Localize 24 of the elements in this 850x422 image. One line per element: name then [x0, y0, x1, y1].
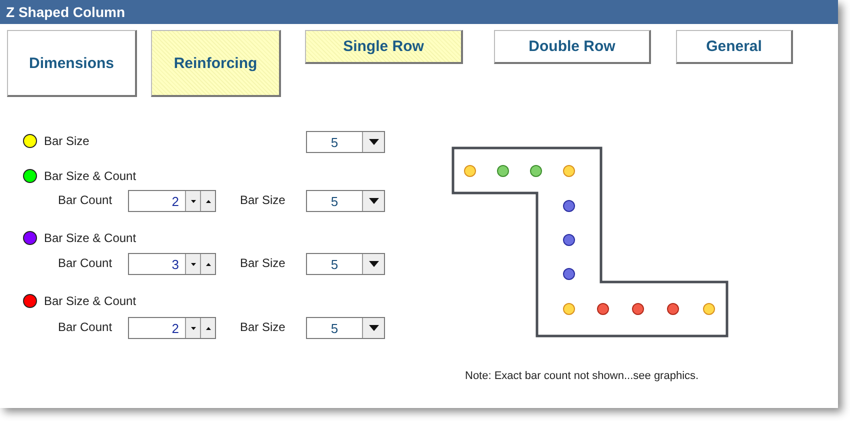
legend-text: Bar Size & Count [44, 231, 136, 245]
number-field: 3 [128, 253, 216, 275]
legend-text: Bar Size [44, 134, 90, 148]
legend-text: Bar Size & Count [44, 169, 136, 183]
tab-button: Reinforcing [151, 30, 281, 97]
note-text: Note: Exact bar count not shown...see graphics. [465, 370, 699, 382]
field-label: Bar Size [240, 320, 286, 334]
number-field: 2 [128, 317, 216, 339]
tab-button: Dimensions [7, 30, 137, 97]
tab-button: Single Row [305, 30, 463, 64]
dropdown-field: 5 [306, 190, 385, 212]
field-label: Bar Size [240, 256, 286, 270]
field-label: Bar Count [58, 256, 112, 270]
tab-button: General [676, 30, 793, 64]
dropdown-field: 5 [306, 253, 385, 275]
legend-text: Bar Size & Count [44, 294, 136, 308]
field-label: Bar Count [58, 193, 112, 207]
title-bar: Z Shaped Column [0, 0, 838, 24]
dropdown-field: 5 [306, 131, 385, 153]
tab-button: Double Row [494, 30, 651, 64]
field-label: Bar Count [58, 320, 112, 334]
dropdown-field: 5 [306, 317, 385, 339]
number-field: 2 [128, 190, 216, 212]
field-label: Bar Size [240, 193, 286, 207]
